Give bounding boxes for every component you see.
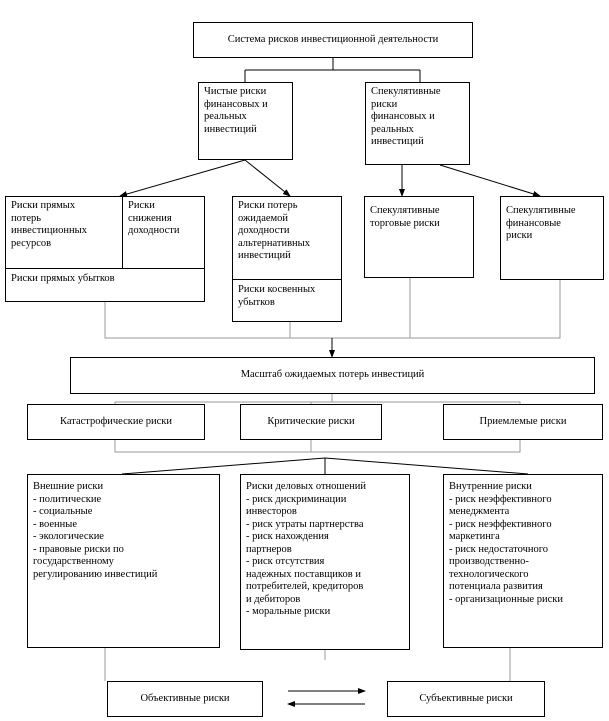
catastrophic-label: Катастрофические риски bbox=[59, 415, 173, 427]
acceptable-risks-box: Приемлемые риски bbox=[443, 404, 603, 440]
system-title: Система рисков инвестиционной деятельнос… bbox=[227, 33, 439, 45]
scale-box: Масштаб ожидаемых потерь инвестиций bbox=[70, 357, 595, 394]
alt-income-loss-cell: Риски потерь ожидаемой доходности альтер… bbox=[238, 200, 310, 261]
scale-label: Масштаб ожидаемых потерь инвестиций bbox=[240, 369, 425, 381]
objective-label: Объективные риски bbox=[140, 692, 230, 704]
indirect-losses-cell: Риски косвенных убытков bbox=[233, 279, 341, 321]
objective-risks-box: Объективные риски bbox=[107, 681, 263, 717]
pure-risks-box: Чистые риски финансовых и реальных инвес… bbox=[198, 82, 293, 160]
catastrophic-risks-box: Катастрофические риски bbox=[27, 404, 205, 440]
income-decrease-cell: Риски снижения доходности bbox=[128, 200, 180, 236]
external-risks-box: Внешние риски - политические - социальны… bbox=[27, 474, 220, 648]
direct-losses-group: Риски прямых потерь инвестиционных ресур… bbox=[5, 196, 205, 302]
fan-right bbox=[324, 457, 529, 475]
alternative-losses-group: Риски потерь ожидаемой доходности альтер… bbox=[232, 196, 342, 322]
subjective-risks-box: Субъективные риски bbox=[387, 681, 545, 717]
arrow-spec-right bbox=[439, 164, 541, 197]
speculative-risks-box: Спекулятивные риски финансовых и реальны… bbox=[365, 82, 470, 165]
critical-risks-box: Критические риски bbox=[240, 404, 382, 440]
subjective-label: Субъективные риски bbox=[419, 692, 513, 704]
business-risks-box: Риски деловых отношений - риск дискримин… bbox=[240, 474, 410, 650]
direct-loss-resources-cell: Риски прямых потерь инвестиционных ресур… bbox=[6, 197, 123, 268]
critical-label: Критические риски bbox=[267, 415, 355, 427]
internal-risks-box: Внутренние риски - риск неэффективного м… bbox=[443, 474, 603, 648]
acceptable-label: Приемлемые риски bbox=[479, 415, 567, 427]
direct-losses-cell: Риски прямых убытков bbox=[6, 268, 204, 301]
arrow-pure-left bbox=[119, 159, 246, 197]
fan-left bbox=[121, 457, 326, 475]
system-title-box: Система рисков инвестиционной деятельнос… bbox=[193, 22, 473, 58]
arrow-pure-right bbox=[244, 159, 291, 197]
spec-trade-risks-box: Спекулятивные торговые риски bbox=[364, 196, 474, 278]
spec-financial-risks-box: Спекулятивные финансовые риски bbox=[500, 196, 604, 280]
